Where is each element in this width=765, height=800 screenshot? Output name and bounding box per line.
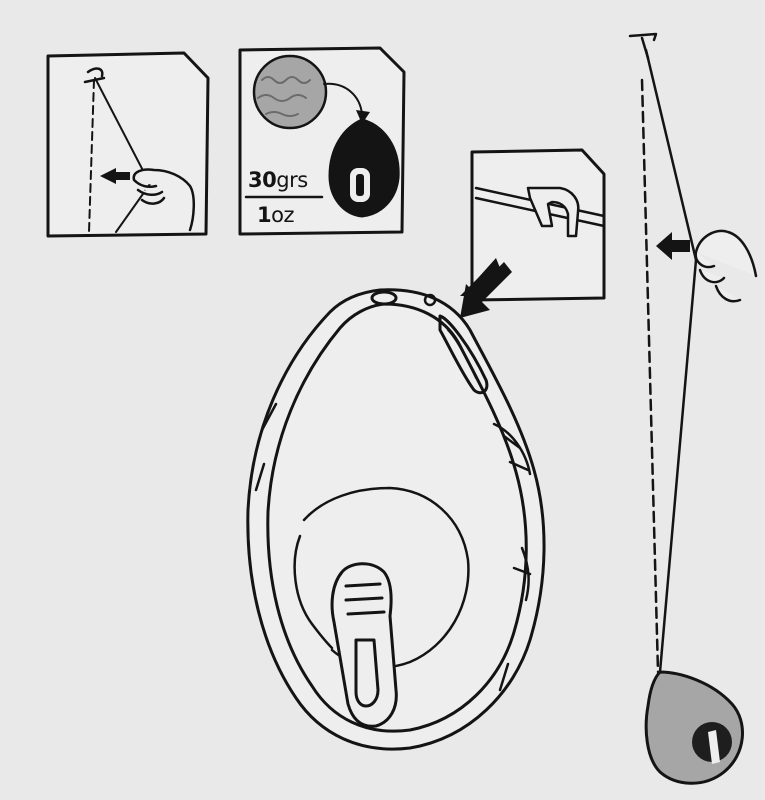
plumb-dashed-line-right	[640, 78, 660, 674]
chalk-line-reel-icon	[328, 118, 400, 218]
hand-icon	[132, 168, 195, 232]
hook-slot	[438, 314, 489, 395]
nail-icon	[83, 67, 106, 84]
panel-chalk-weight	[238, 46, 406, 236]
chalk-texture	[257, 76, 311, 117]
hanging-reel-icon	[644, 670, 744, 785]
line-lower	[658, 258, 698, 674]
arrow-left-icon-right	[656, 232, 690, 260]
arrow-down-left-icon	[460, 262, 512, 318]
panel-snap-line	[46, 51, 210, 238]
crank-handle	[330, 562, 398, 728]
reel-inner-outline	[266, 302, 528, 733]
hook-icon	[526, 186, 580, 238]
weight-ounces-label: 1oz	[257, 203, 294, 227]
crank-slot	[354, 638, 380, 708]
arrow-left-icon	[100, 168, 130, 184]
hook-hole	[423, 293, 437, 307]
chalk-powder-icon	[252, 54, 328, 130]
hanging-reel-crank	[708, 730, 720, 764]
line-outlet	[370, 290, 398, 306]
hand-icon-right	[694, 229, 758, 303]
chalk-line-reel	[246, 288, 546, 751]
crank-grip-lines	[344, 582, 386, 616]
panel-hook	[460, 148, 606, 318]
reel-housing	[246, 288, 546, 751]
nail-top-icon	[628, 32, 658, 42]
plumb-dashed-line	[88, 79, 95, 233]
plumb-line-figure	[628, 32, 758, 785]
line-upper	[644, 48, 698, 262]
left-grip-ridges	[254, 402, 278, 492]
hook-slot-inner	[447, 329, 477, 379]
weight-grams-label: 30grs	[248, 168, 308, 192]
grip-ridges-bottom	[498, 546, 532, 692]
grip-ridges-top	[492, 422, 532, 476]
